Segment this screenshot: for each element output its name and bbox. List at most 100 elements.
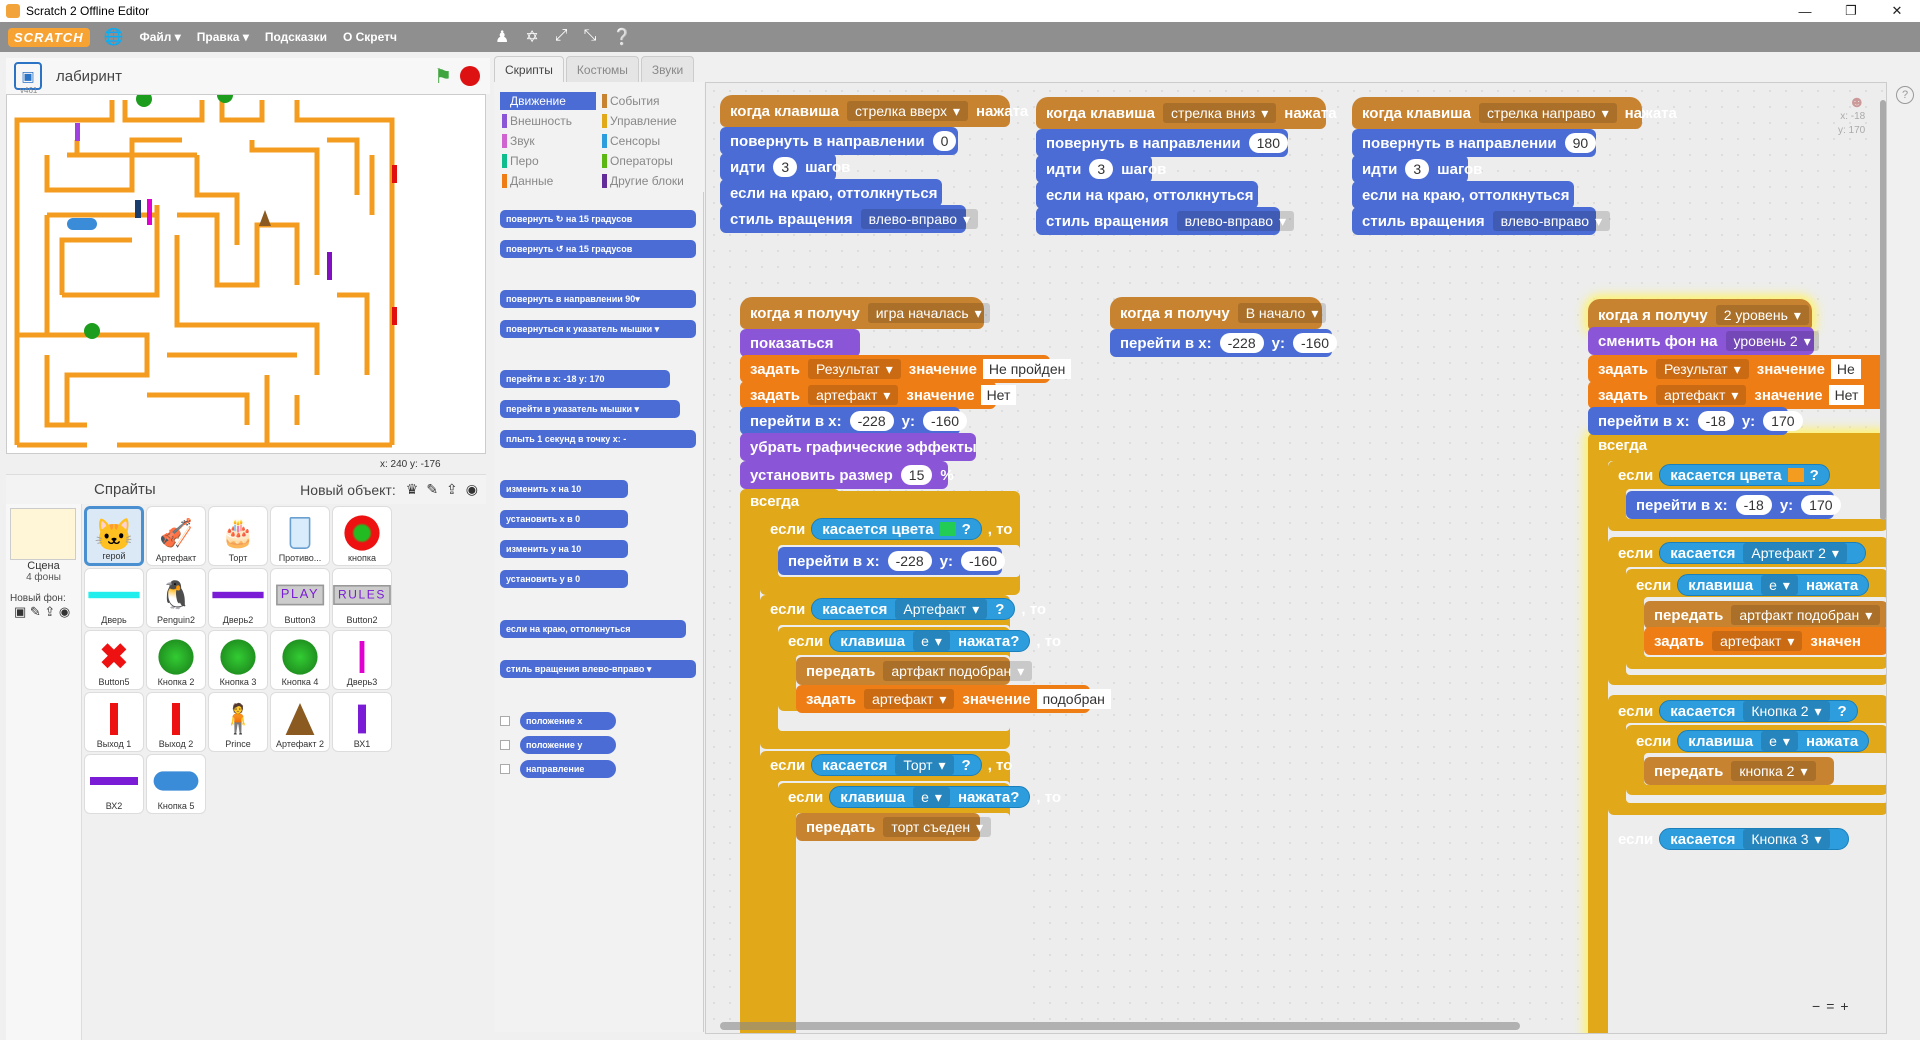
sprite-thumbnail[interactable]: 🧍Prince (208, 692, 268, 752)
delete-icon[interactable]: ✡ (525, 29, 539, 46)
set-variable-block[interactable]: задатьартефактзначен (1644, 627, 1886, 655)
category-operators[interactable]: Операторы (600, 152, 696, 170)
camera-icon[interactable]: ◉ (465, 481, 478, 497)
stop-icon[interactable] (460, 66, 480, 86)
duplicate-icon[interactable]: ♟ (495, 29, 510, 46)
set-variable-block[interactable]: задатьартефактзначениеподобран (796, 685, 1111, 713)
category-sound[interactable]: Звук (500, 132, 596, 150)
palette-y-position[interactable]: положение y (520, 736, 616, 754)
tab-costumes[interactable]: Костюмы (565, 56, 639, 82)
palette-glide[interactable]: плыть 1 секунд в точку x: - (500, 430, 696, 448)
tab-sounds[interactable]: Звуки (640, 56, 695, 82)
set-variable-block[interactable]: задатьартефактзначениеНет (740, 381, 1017, 409)
set-variable-block[interactable]: задатьРезультатзначениеНе пройден (740, 355, 1072, 383)
close-button[interactable]: ✕ (1891, 3, 1903, 18)
set-variable-block[interactable]: задатьРезультатзначениеНе (1588, 355, 1886, 383)
zoom-reset-icon[interactable]: = (1826, 998, 1835, 1014)
category-events[interactable]: События (600, 92, 696, 110)
sprite-thumbnail[interactable]: ✖Button5 (84, 630, 144, 690)
menu-edit[interactable]: Правка ▾ (196, 30, 249, 44)
sprite-thumbnail[interactable]: Дверь (84, 568, 144, 628)
palette-set-x[interactable]: установить х в 0 (500, 510, 628, 528)
if-key-pressed[interactable]: есликлавишаенажата?, то (778, 627, 1061, 655)
category-pen[interactable]: Перо (500, 152, 596, 170)
palette-goto-xy[interactable]: перейти в x: -18 y: 170 (500, 370, 670, 388)
sprite-thumbnail[interactable]: Кнопка 3 (208, 630, 268, 690)
upload-sprite-icon[interactable]: ⇪ (446, 481, 458, 497)
sprite-thumbnail[interactable]: Артефакт 2 (270, 692, 330, 752)
tab-scripts[interactable]: Скрипты (494, 56, 564, 82)
new-backdrop-icons[interactable]: ▣ ✎ ⇪ ◉ (14, 604, 71, 619)
presentation-mode-icon[interactable]: ▣ (14, 62, 42, 90)
sprite-thumbnail[interactable]: 🎂Торт (208, 506, 268, 566)
shrink-icon[interactable]: ⤡ (583, 27, 597, 44)
palette-set-y[interactable]: установить у в 0 (500, 570, 628, 588)
palette-turn-left[interactable]: повернуть ↺ на 15 градусов (500, 240, 696, 258)
show-block[interactable]: показаться (740, 329, 860, 357)
if-key-pressed[interactable]: есликлавишаенажата (1626, 727, 1886, 755)
palette-x-position[interactable]: положение x (520, 712, 616, 730)
sprite-thumbnail[interactable]: 🎻Артефакт (146, 506, 206, 566)
sprite-thumbnail[interactable]: ВХ1 (332, 692, 392, 752)
menu-about[interactable]: О Скретч (342, 30, 397, 44)
scripts-vertical-scrollbar[interactable] (1880, 100, 1886, 520)
globe-icon[interactable]: 🌐 (103, 29, 124, 46)
palette-rotation-style[interactable]: стиль вращения влево-вправо ▾ (500, 660, 696, 678)
clear-effects-block[interactable]: убрать графические эффекты (740, 433, 977, 461)
if-key-pressed[interactable]: есликлавишаенажата (1626, 571, 1886, 599)
sprite-thumbnail[interactable]: Кнопка 4 (270, 630, 330, 690)
color-swatch[interactable] (1787, 468, 1804, 482)
bounce-block[interactable]: если на краю, оттолкнуться (1352, 181, 1574, 209)
sprite-thumbnail[interactable]: Дверь2 (208, 568, 268, 628)
set-variable-block[interactable]: задатьартефактзначениеНет (1588, 381, 1886, 409)
palette-change-x[interactable]: изменить х на 10 (500, 480, 628, 498)
checkbox-direction[interactable] (500, 764, 510, 774)
minimize-button[interactable]: — (1798, 3, 1812, 19)
sprite-thumbnail[interactable]: Кнопка 5 (146, 754, 206, 814)
sprite-thumbnail[interactable]: Противо... (270, 506, 330, 566)
green-flag-icon[interactable]: ⚑ (434, 65, 452, 88)
sprite-thumbnail[interactable]: 🐱герой (84, 506, 144, 566)
palette-direction[interactable]: направление (520, 760, 616, 778)
sprite-thumbnail[interactable]: Дверь3 (332, 630, 392, 690)
category-more-blocks[interactable]: Другие блоки (600, 172, 696, 190)
scratch-logo[interactable]: SCRATCH (8, 27, 90, 47)
zoom-in-icon[interactable]: + (1840, 998, 1849, 1014)
help-tips-icon[interactable]: ? (1896, 86, 1914, 104)
help-icon[interactable]: ❔ (612, 29, 633, 46)
zoom-out-icon[interactable]: − (1812, 998, 1821, 1014)
sprite-library-icon[interactable]: ♛ (405, 481, 419, 497)
category-sensing[interactable]: Сенсоры (600, 132, 696, 150)
sprite-thumbnail[interactable]: Выход 2 (146, 692, 206, 752)
checkbox-y-position[interactable] (500, 740, 510, 750)
color-swatch[interactable] (939, 522, 956, 536)
